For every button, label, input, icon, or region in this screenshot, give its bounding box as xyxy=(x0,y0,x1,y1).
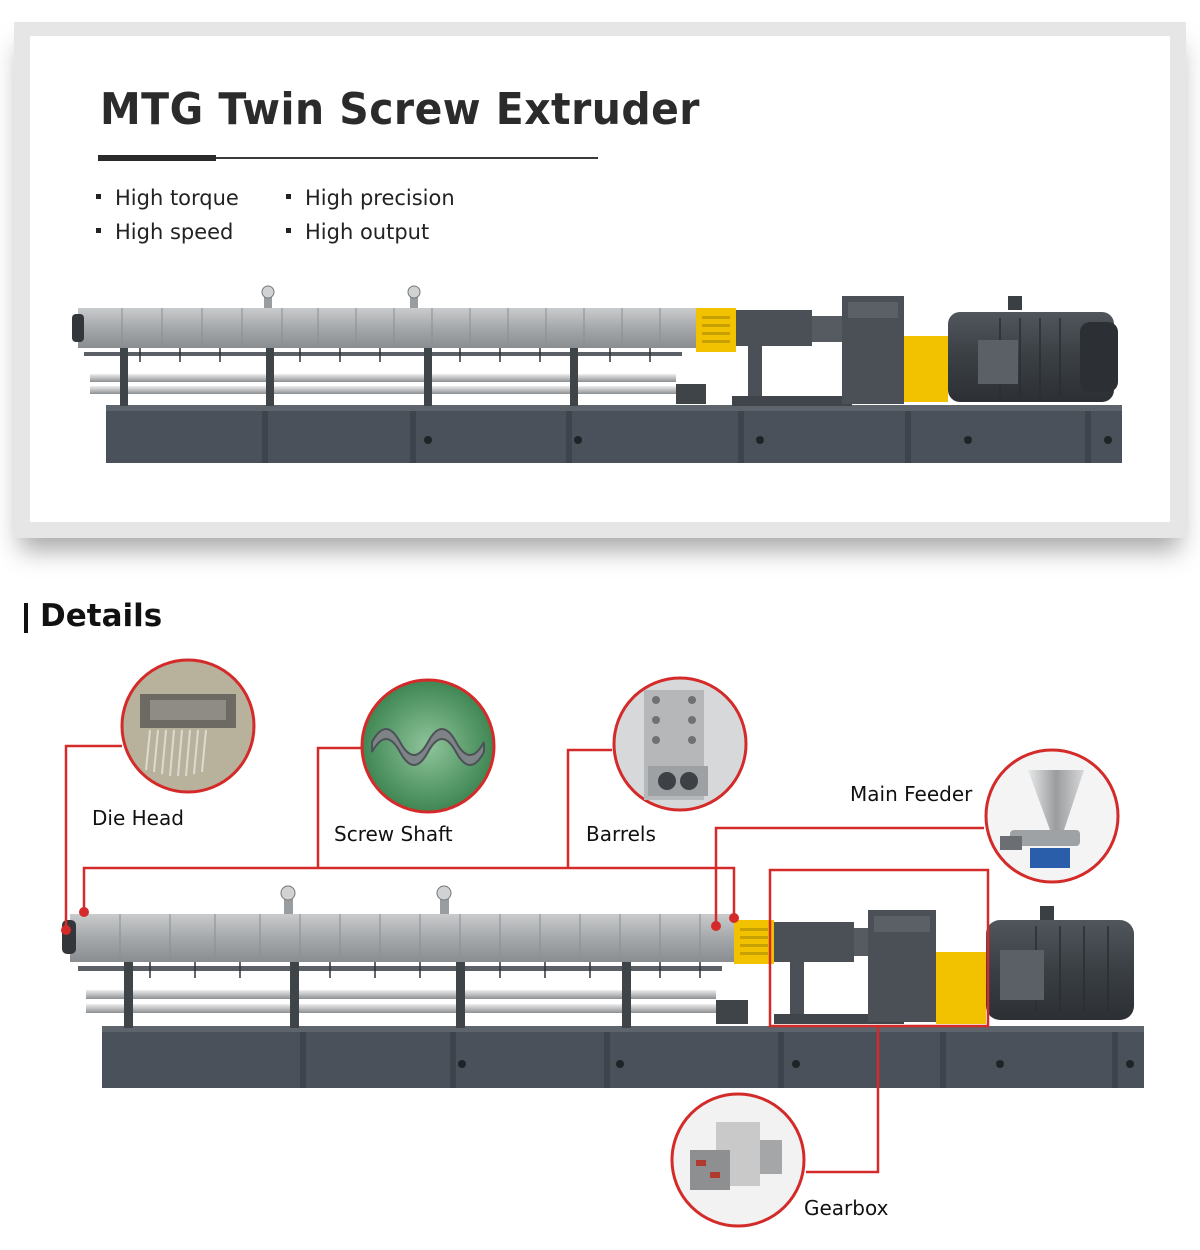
title-underline xyxy=(98,157,598,159)
die-head-label: Die Head xyxy=(92,806,184,830)
section-marker xyxy=(24,603,28,633)
feature-label: High output xyxy=(305,220,430,244)
feature-label: High precision xyxy=(305,186,455,210)
barrels-label: Barrels xyxy=(586,822,656,846)
feature-item: High torque xyxy=(96,186,239,210)
bullet-icon xyxy=(286,227,291,233)
gearbox-label: Gearbox xyxy=(804,1196,889,1220)
gearbox-image xyxy=(670,1092,806,1228)
main-feeder-image xyxy=(984,748,1120,884)
extruder-detail-image xyxy=(62,885,1144,1088)
feature-label: High speed xyxy=(115,220,234,244)
product-title: MTG Twin Screw Extruder xyxy=(100,84,700,135)
callout-dots xyxy=(61,907,739,935)
barrels-image xyxy=(612,676,748,812)
details-heading: Details xyxy=(40,598,163,634)
machine-base xyxy=(106,405,1122,463)
bullet-icon xyxy=(96,227,101,233)
callout-lines xyxy=(64,744,990,1174)
feature-label: High torque xyxy=(115,186,239,210)
drive-unit xyxy=(696,296,1118,406)
barrel-assembly xyxy=(72,285,706,406)
feature-item: High output xyxy=(286,220,429,244)
extruder-machine-image xyxy=(72,285,1122,463)
main-feeder-label: Main Feeder xyxy=(850,782,973,806)
screw-shaft-label: Screw Shaft xyxy=(334,822,453,846)
title-underline-accent xyxy=(98,155,216,161)
screw-shaft-image xyxy=(360,678,496,814)
feature-item: High speed xyxy=(96,220,233,244)
feature-item: High precision xyxy=(286,186,455,210)
bullet-icon xyxy=(286,193,291,199)
die-head-image xyxy=(120,658,256,794)
bullet-icon xyxy=(96,193,101,199)
